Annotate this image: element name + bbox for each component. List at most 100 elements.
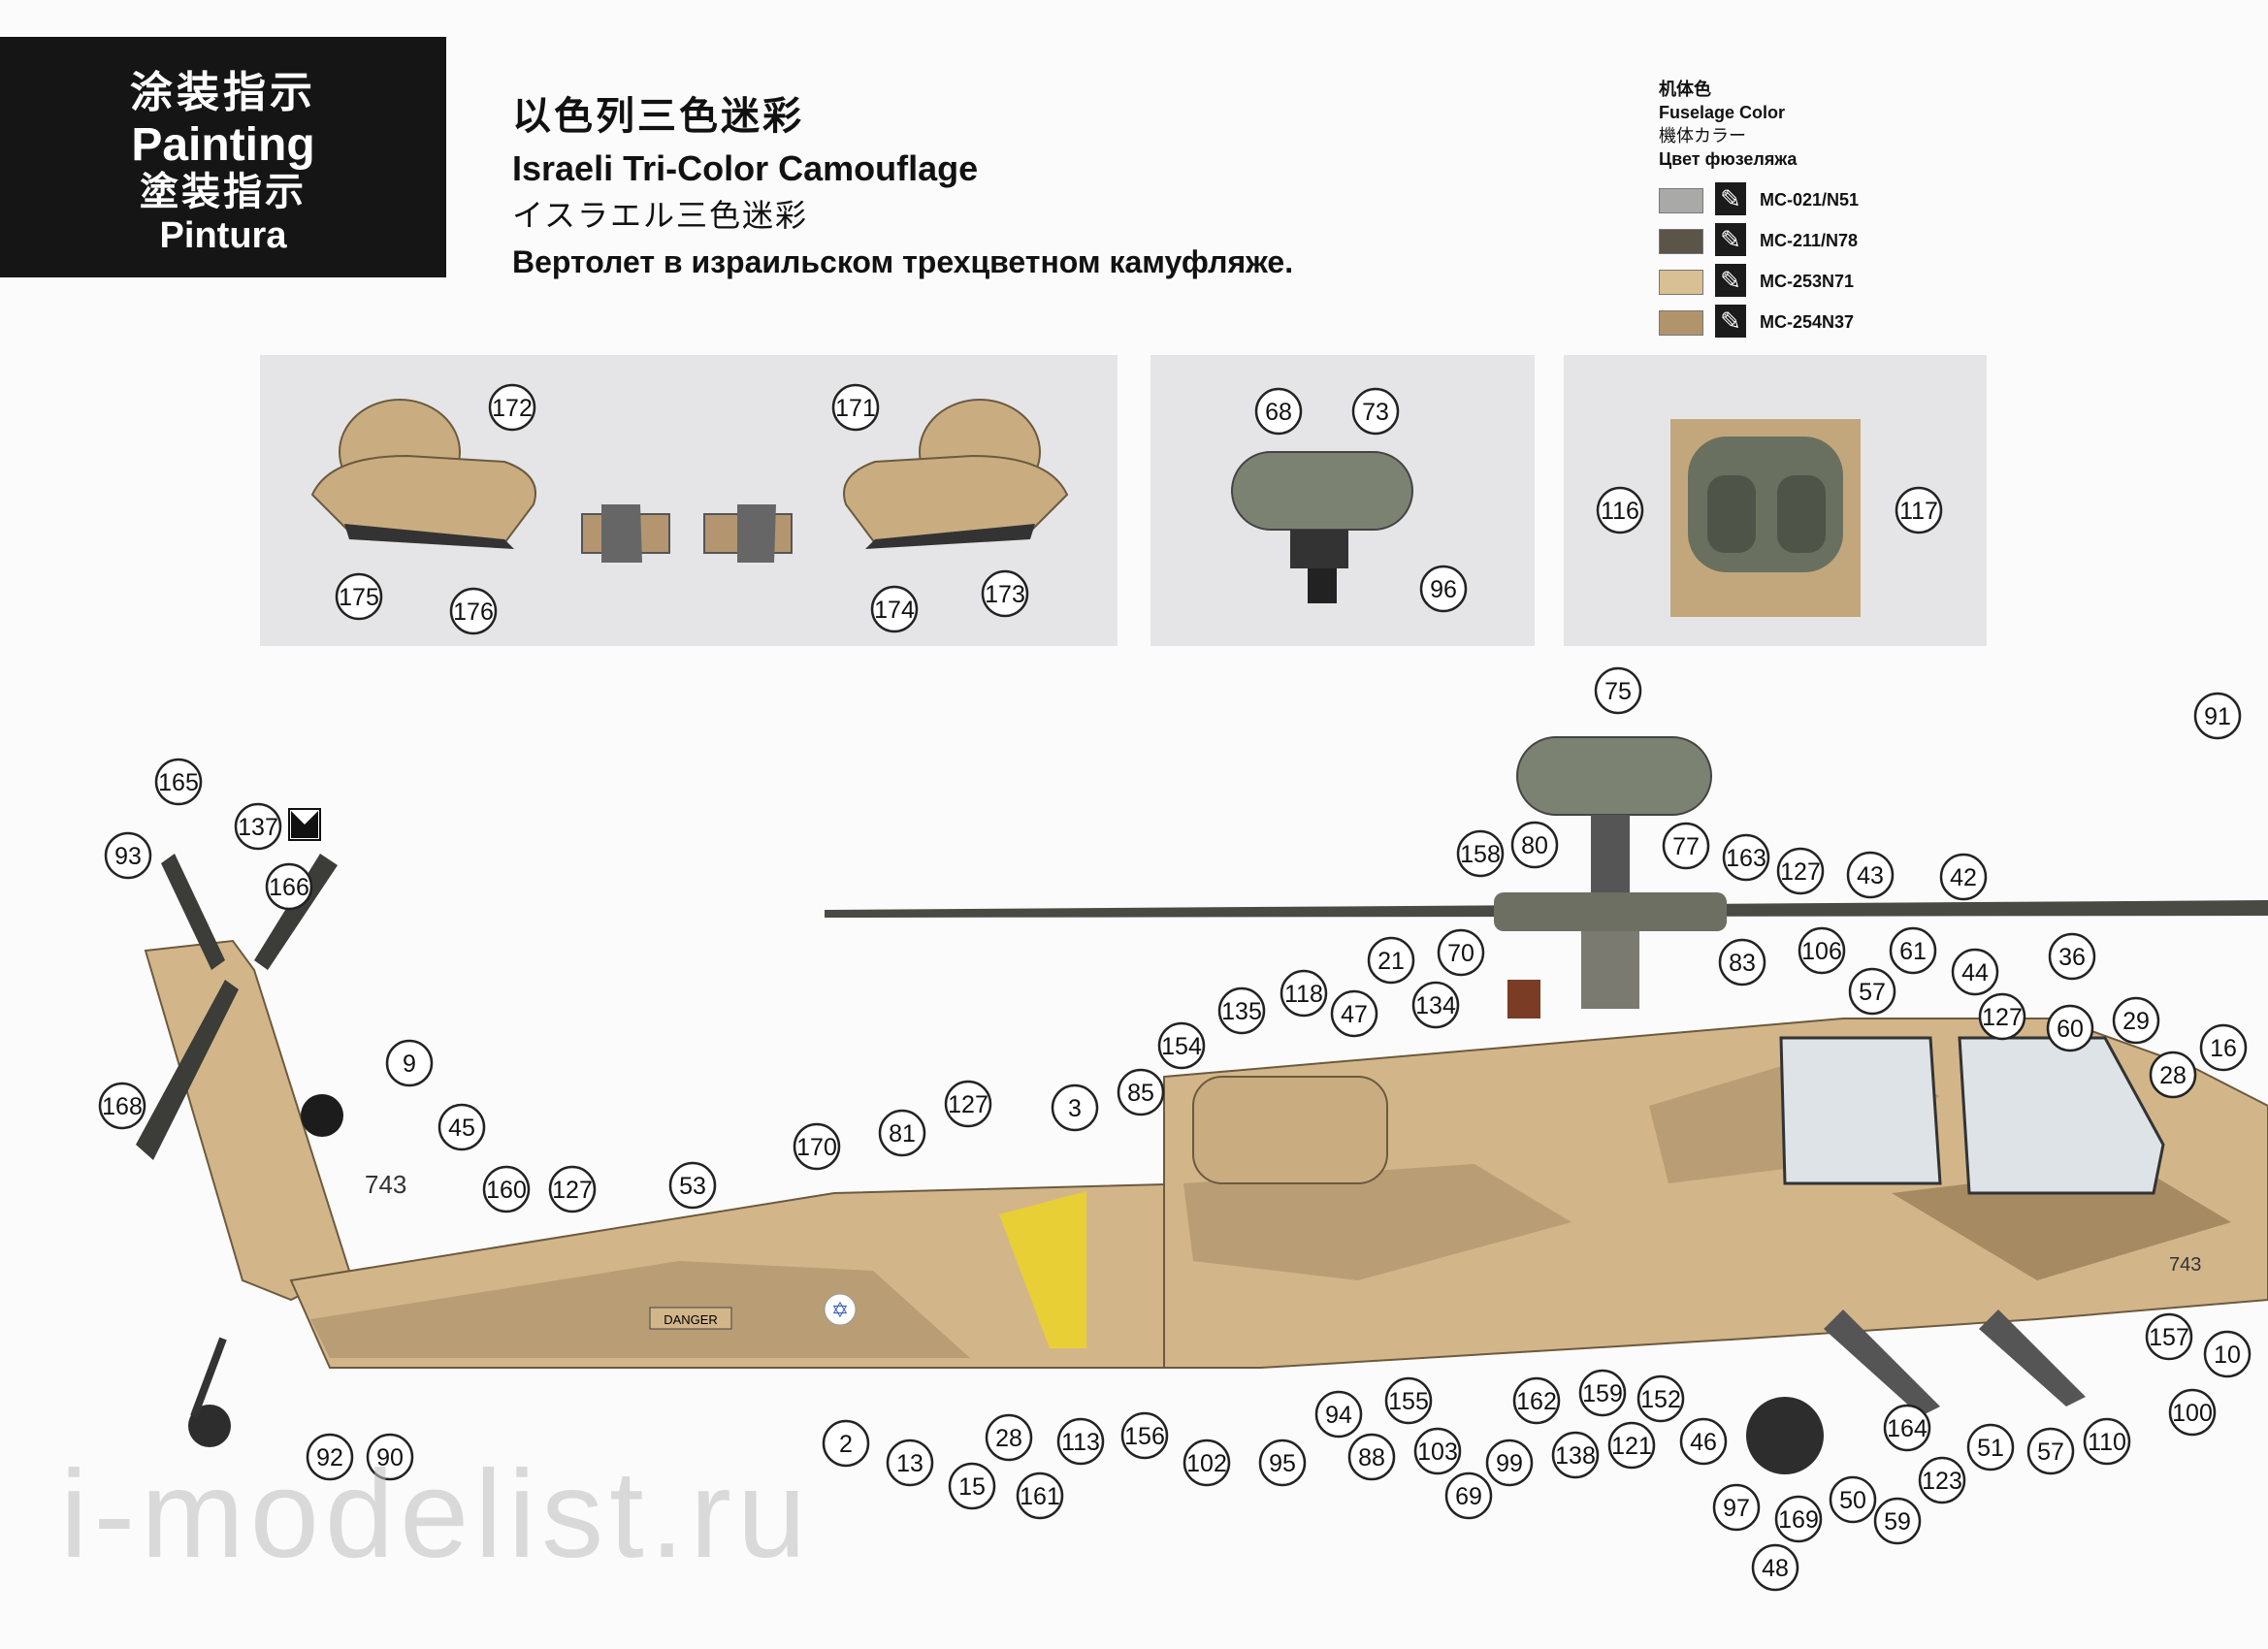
callout: 59 [1873,1497,1922,1545]
color-code: MC-211/N78 [1760,231,1859,250]
svg-text:46: 46 [1690,1429,1717,1456]
svg-text:161: 161 [1020,1483,1060,1510]
callout: 96 [1419,565,1468,613]
legend-header-en: Fuselage Color [1659,103,1786,122]
callout: 16 [2199,1023,2248,1072]
callout: 93 [104,831,152,880]
svg-text:28: 28 [995,1425,1022,1452]
brush-icon: ✎ [1715,305,1746,338]
callout: 173 [981,569,1029,618]
svg-text:21: 21 [1377,948,1405,975]
svg-text:127: 127 [1780,858,1821,886]
callout: 164 [1883,1404,1931,1452]
header-line-pt: Pintura [159,215,287,256]
svg-text:15: 15 [958,1473,986,1501]
callout: 91 [2193,692,2242,740]
callout: 172 [488,383,536,432]
svg-text:173: 173 [985,581,1025,608]
callout: 50 [1829,1475,1877,1524]
svg-text:134: 134 [1415,992,1456,1019]
svg-text:53: 53 [679,1173,706,1200]
svg-text:102: 102 [1186,1450,1227,1477]
callout: 174 [870,585,919,633]
svg-text:99: 99 [1496,1450,1523,1477]
callout: 47 [1330,989,1378,1038]
svg-text:83: 83 [1729,950,1756,977]
callout: 21 [1367,936,1415,985]
color-swatch [1659,188,1703,213]
color-swatch [1659,229,1703,254]
callout: 158 [1456,829,1505,878]
svg-text:50: 50 [1839,1487,1866,1514]
star-of-david-roundel [824,1293,857,1326]
callout: 154 [1157,1021,1206,1070]
svg-text:93: 93 [114,843,142,870]
callout: 57 [2026,1427,2075,1475]
fuselage-color-legend: 机体色 Fuselage Color 機体カラー Цвет фюзеляжа ✎… [1659,78,1859,343]
decal-icon [288,808,321,841]
svg-text:110: 110 [2088,1429,2126,1456]
legend-item: ✎ MC-253N71 [1659,262,1854,303]
svg-text:59: 59 [1884,1508,1911,1536]
svg-text:29: 29 [2122,1008,2150,1035]
callout: 123 [1918,1456,1966,1504]
svg-text:100: 100 [2172,1400,2213,1427]
callout: 127 [944,1080,992,1128]
callout: 92 [306,1433,354,1481]
svg-text:57: 57 [1859,979,1886,1006]
callout: 36 [2048,932,2096,981]
callout: 94 [1314,1390,1363,1439]
svg-text:45: 45 [448,1115,475,1142]
callout: 51 [1966,1423,2015,1471]
svg-text:154: 154 [1161,1033,1202,1060]
callout: 166 [265,862,313,911]
svg-text:118: 118 [1284,981,1323,1008]
svg-text:9: 9 [403,1051,416,1078]
svg-text:36: 36 [2058,944,2086,971]
legend-header-cn: 机体色 [1659,80,1711,99]
site-watermark: i-modelist.ru [60,1445,813,1584]
callout: 45 [437,1103,486,1151]
svg-text:175: 175 [339,584,379,611]
color-code: MC-253N71 [1760,272,1855,291]
painting-header-box: 涂装指示 Painting 塗装指示 Pintura [0,37,446,277]
yellow-band [999,1191,1086,1348]
svg-text:96: 96 [1430,576,1457,603]
svg-text:158: 158 [1460,841,1501,868]
svg-text:77: 77 [1672,833,1700,860]
svg-text:127: 127 [948,1091,988,1118]
callout: 156 [1120,1411,1169,1460]
svg-text:70: 70 [1447,940,1474,967]
callout: 28 [2149,1051,2197,1099]
svg-text:48: 48 [1762,1555,1789,1582]
svg-text:155: 155 [1388,1388,1429,1415]
callout: 60 [2046,1004,2094,1052]
callout: 121 [1607,1421,1656,1470]
svg-text:81: 81 [889,1120,916,1148]
callout: 80 [1510,821,1559,869]
scheme-title: 以色列三色迷彩 Israeli Tri-Color Camouflage イスラ… [512,97,1293,277]
callout: 117 [1895,486,1943,534]
header-line-jp: 塗装指示 [140,171,307,213]
engine-nacelle-left [310,399,670,563]
callout: 155 [1384,1376,1433,1425]
svg-text:91: 91 [2204,703,2231,730]
color-code: MC-254N37 [1760,312,1855,332]
callout: 44 [1951,948,1999,996]
callout: 75 [1594,666,1642,715]
svg-text:138: 138 [1555,1442,1596,1470]
tail-number: 743 [365,1170,406,1199]
svg-text:97: 97 [1723,1495,1750,1522]
nose-number: 743 [2169,1254,2201,1276]
callout: 68 [1254,387,1303,436]
callout: 171 [831,383,880,432]
apache-helicopter-side-view: ✡ DANGER 743 743 [136,736,2268,1474]
sensor-turret-detail [1670,419,1861,617]
legend-item: ✎ MC-211/N78 [1659,221,1858,262]
callout: 53 [668,1161,717,1210]
callout: 176 [449,587,498,635]
callout: 160 [482,1165,531,1213]
main-wheel [1746,1397,1824,1474]
svg-text:88: 88 [1358,1444,1385,1471]
svg-text:42: 42 [1950,864,1977,891]
